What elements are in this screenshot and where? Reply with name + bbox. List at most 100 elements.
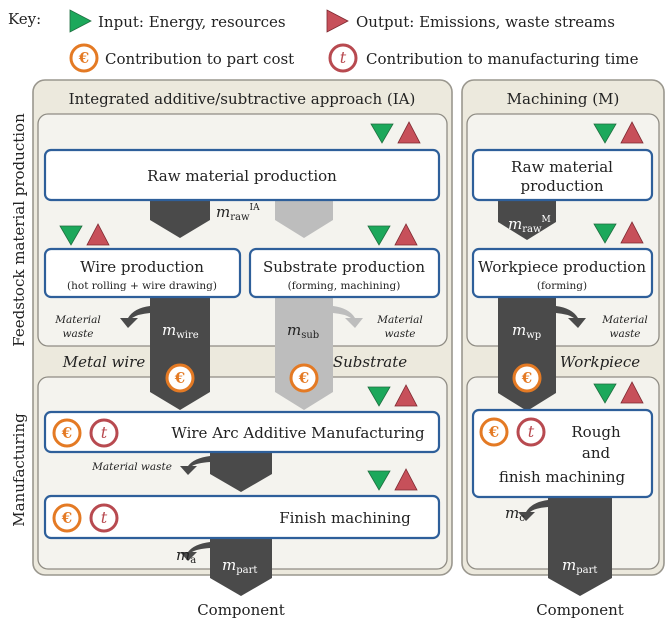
input-icon <box>367 386 391 407</box>
finish-machining-label: Finish machining <box>279 509 411 527</box>
ia-title: Integrated additive/subtractive approach… <box>69 90 416 108</box>
substrate-production-label: Substrate production <box>263 258 425 276</box>
input-icon <box>367 225 391 246</box>
input-icon <box>593 123 617 144</box>
time-symbol: t <box>101 508 108 527</box>
legend: Key: Input: Energy, resources Output: Em… <box>8 9 639 73</box>
flow-raw-to-substrate <box>275 200 333 238</box>
cost-euro-icon <box>52 418 82 448</box>
waste-arrow-finish <box>180 542 210 561</box>
flow-label-wp: mwp <box>512 321 541 341</box>
legend-input: Input: Energy, resources <box>98 13 286 31</box>
legend-cost: Contribution to part cost <box>105 50 294 68</box>
cost-symbol: € <box>174 369 185 387</box>
legend-time: Contribution to manufacturing time <box>366 50 639 68</box>
time-symbol: t <box>528 422 535 441</box>
waam-box <box>43 410 441 454</box>
flow-raw-to-wire <box>150 200 210 238</box>
flow-waam-to-finish <box>210 452 272 492</box>
flow-label-part-m: mpart <box>562 556 597 576</box>
cost-euro-icon <box>52 503 82 533</box>
side-label-manufacturing: Manufacturing <box>10 413 28 527</box>
input-icon <box>370 123 394 144</box>
rough-label-1: Rough <box>571 423 621 441</box>
flow-label-a: ma <box>176 546 196 566</box>
cost-symbol: € <box>521 369 532 387</box>
output-icon <box>620 381 644 404</box>
output-icon <box>620 221 644 244</box>
flow-wire-to-waam <box>150 297 210 410</box>
input-icon <box>367 470 391 491</box>
output-icon <box>394 468 418 491</box>
m-title: Machining (M) <box>507 90 620 108</box>
time-t-symbol: t <box>340 48 347 67</box>
cost-euro-icon <box>289 363 319 393</box>
output-icon <box>394 223 418 246</box>
wire-production-label: Wire production <box>80 258 204 276</box>
cost-euro-icon <box>479 417 509 447</box>
output-icon <box>397 121 421 144</box>
legend-output: Output: Emissions, waste streams <box>356 13 615 31</box>
m-raw-material-box <box>471 148 654 202</box>
time-t-icon <box>328 43 358 73</box>
flow-m-raw-to-workpiece <box>498 200 556 240</box>
rough-label-2: and <box>582 444 611 462</box>
time-symbol: t <box>101 423 108 442</box>
input-icon <box>59 225 83 246</box>
ia-raw-material-label: Raw material production <box>147 167 337 185</box>
cost-symbol: € <box>61 509 72 527</box>
flow-finish-to-component <box>210 538 272 596</box>
substrate-production-sub: (forming, machining) <box>288 280 401 292</box>
time-t-icon <box>516 417 546 447</box>
legend-label: Key: <box>8 10 41 28</box>
flow-label-wire: mwire <box>162 321 199 341</box>
waam-waste-label: Material waste <box>91 461 172 473</box>
substrate-production-box <box>248 247 441 299</box>
metal-wire-label: Metal wire <box>62 353 146 371</box>
io-markers <box>59 121 644 491</box>
ia-component-label: Component <box>197 601 285 619</box>
flow-label-c: mc <box>505 504 525 524</box>
workpiece-production-box <box>471 247 654 299</box>
flow-label-raw-ia: mrawIA <box>216 203 260 223</box>
output-triangle-icon <box>326 9 349 33</box>
side-label-feedstock: Feedstock material production <box>10 113 28 347</box>
m-raw-material-label-2: production <box>521 177 604 195</box>
waste-arrow-workpiece <box>556 306 586 328</box>
substrate-waste-label-2: waste <box>384 328 415 340</box>
cost-euro-icon <box>69 43 99 73</box>
substrate-waste-label-1: Material <box>376 314 422 326</box>
flow-label-sub: msub <box>287 321 319 341</box>
workpiece-waste-label-1: Material <box>601 314 647 326</box>
wire-production-sub: (hot rolling + wire drawing) <box>67 280 217 292</box>
output-icon <box>620 121 644 144</box>
input-triangle-icon <box>69 9 92 33</box>
flow-workpiece-to-rough <box>498 297 556 411</box>
wire-waste-label-1: Material <box>54 314 100 326</box>
cost-euro-icon <box>512 363 542 393</box>
substrate-label: Substrate <box>333 353 407 371</box>
input-icon <box>593 223 617 244</box>
input-icon <box>593 383 617 404</box>
waam-label: Wire Arc Additive Manufacturing <box>171 424 425 442</box>
workpiece-waste-label-2: waste <box>609 328 640 340</box>
waste-arrow-rough <box>518 500 548 521</box>
flow-label-raw-m: mrawM <box>508 215 551 235</box>
workpiece-production-sub: (forming) <box>537 280 587 292</box>
cost-symbol: € <box>488 423 499 441</box>
wire-waste-label-2: waste <box>62 328 93 340</box>
cost-symbol: € <box>61 424 72 442</box>
m-raw-material-label-1: Raw material <box>511 158 613 176</box>
waste-arrow-substrate <box>333 306 363 328</box>
output-icon <box>86 223 110 246</box>
cost-euro-icon <box>165 363 195 393</box>
finish-machining-box <box>43 494 441 540</box>
cost-time-markers: € € € € t € t € t <box>52 363 546 533</box>
time-t-icon <box>89 418 119 448</box>
waste-arrow-wire <box>120 306 150 328</box>
workpiece-production-label: Workpiece production <box>478 258 646 276</box>
output-icon <box>394 384 418 407</box>
flow-rough-to-component <box>548 497 612 596</box>
